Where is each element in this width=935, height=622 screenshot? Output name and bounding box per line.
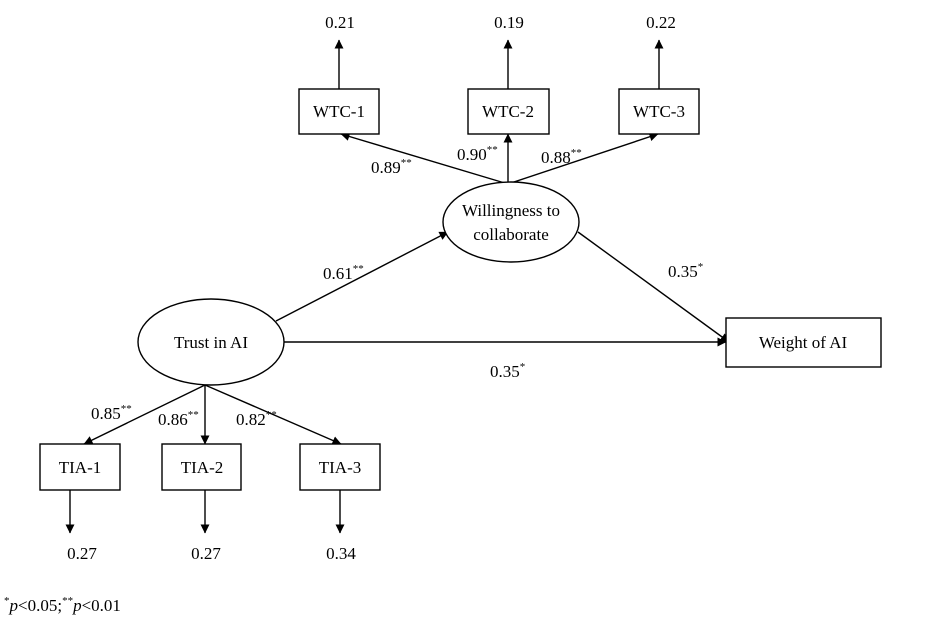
tia3-box — [299, 443, 381, 491]
loading-tia1: 0.85** — [91, 403, 132, 423]
loading-tia2: 0.86** — [158, 409, 199, 429]
error-wtc3: 0.22 — [646, 13, 676, 32]
loading-arrow-tia3 — [204, 384, 342, 445]
willingness-label-line2: collaborate — [473, 225, 549, 244]
wtc1-box — [298, 88, 380, 135]
error-tia1: 0.27 — [67, 544, 97, 563]
path-coef-trust-to-willingness: 0.61** — [323, 263, 364, 283]
tia1-box — [39, 443, 121, 491]
tia2-box — [161, 443, 242, 491]
wtc3-label: WTC-3 — [633, 102, 685, 121]
loading-wtc2: 0.90** — [457, 144, 498, 164]
trust-ellipse — [137, 298, 285, 386]
willingness-ellipse — [442, 181, 580, 263]
willingness-label-line1: Willingness to — [462, 201, 560, 220]
loading-tia3: 0.82** — [236, 409, 277, 429]
error-tia3: 0.34 — [326, 544, 356, 563]
trust-label: Trust in AI — [174, 333, 248, 352]
error-wtc1: 0.21 — [325, 13, 355, 32]
path-coef-willingness-to-weight: 0.35* — [668, 261, 703, 281]
tia2-label: TIA-2 — [181, 458, 223, 477]
wtc2-box — [467, 88, 550, 135]
path-coef-trust-to-weight: 0.35* — [490, 361, 525, 381]
error-wtc2: 0.19 — [494, 13, 524, 32]
loading-arrow-wtc3 — [507, 132, 659, 185]
weight-label: Weight of AI — [759, 333, 848, 352]
loading-wtc1: 0.89** — [371, 157, 412, 177]
error-tia2: 0.27 — [191, 544, 221, 563]
wtc2-label: WTC-2 — [482, 102, 534, 121]
tia3-label: TIA-3 — [319, 458, 361, 477]
wtc1-label: WTC-1 — [313, 102, 365, 121]
weight-box — [725, 317, 882, 368]
loading-wtc3: 0.88** — [541, 147, 582, 167]
tia1-label: TIA-1 — [59, 458, 101, 477]
significance-note: *p<0.05;**p<0.01 — [4, 595, 121, 615]
loading-arrow-tia1 — [83, 384, 206, 445]
path-arrow-willingness-to-weight — [577, 231, 730, 343]
wtc3-box — [618, 88, 700, 135]
loading-arrow-wtc1 — [340, 132, 509, 185]
path-arrow-trust-to-willingness — [275, 231, 449, 322]
